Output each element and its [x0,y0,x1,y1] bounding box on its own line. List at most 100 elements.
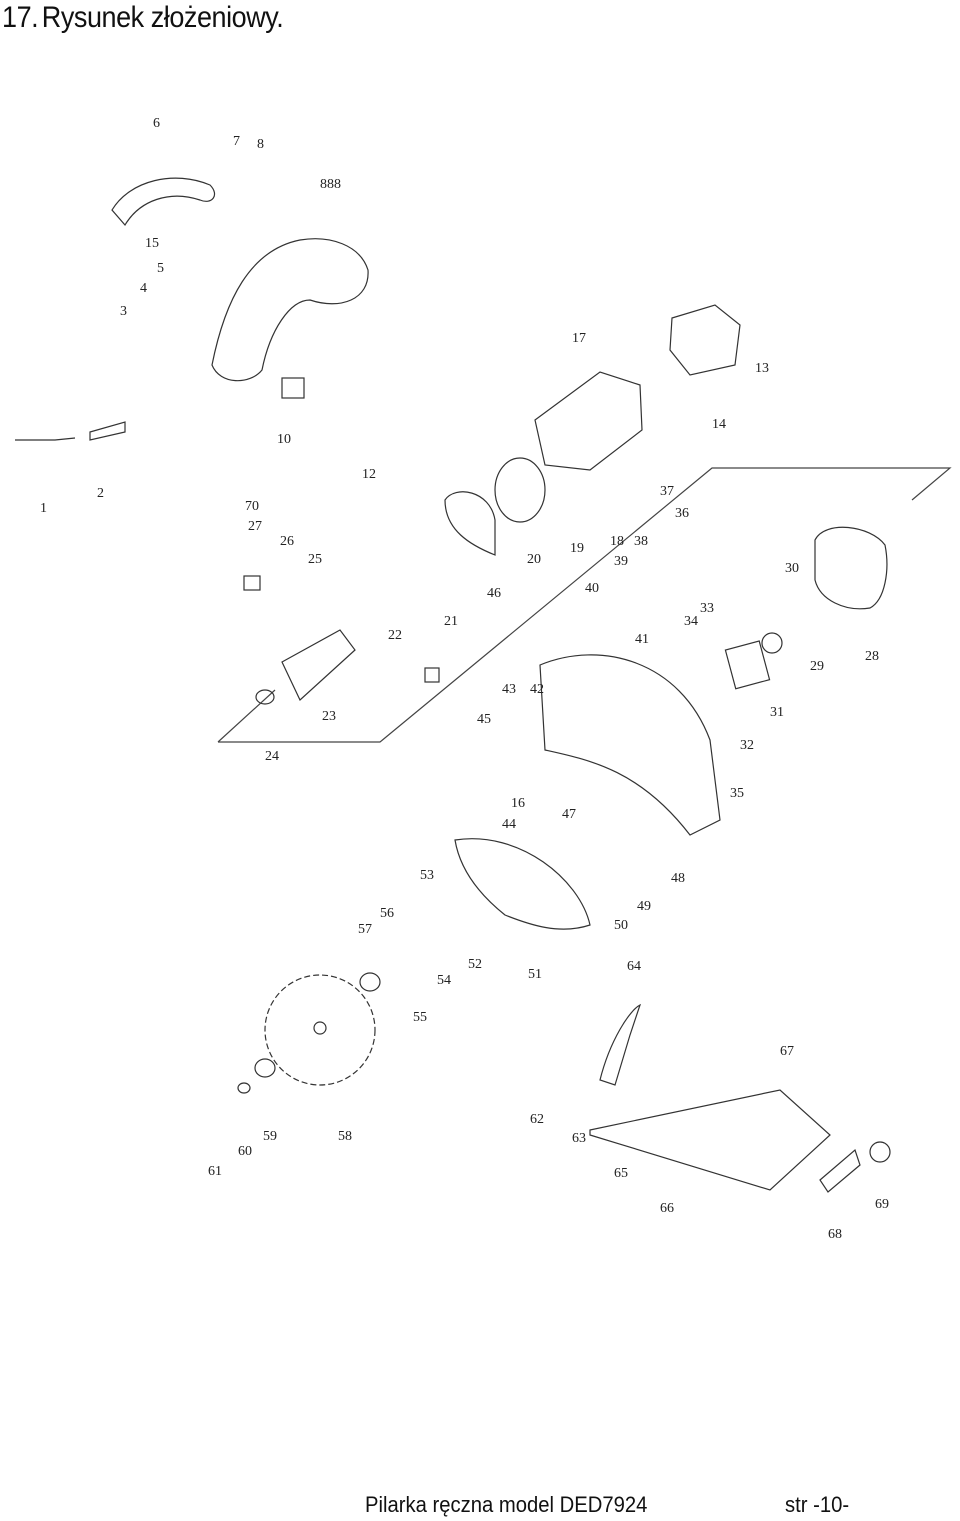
part-label-50: 50 [614,918,628,933]
switch [281,377,305,399]
inner-flange [359,972,381,992]
part-label-35: 35 [730,786,744,801]
clamp-lever [819,1148,861,1193]
part-label-56: 56 [380,906,394,921]
assembly-group-frame [218,467,952,743]
motor-stator [494,457,546,523]
knob [869,1141,891,1163]
part-label-61: 61 [208,1164,222,1179]
lower-guard [454,838,591,930]
part-label-13: 13 [755,361,769,376]
cord-sleeve [89,421,126,441]
armature [281,629,356,701]
assembly-group-frame-left [217,689,276,743]
part-label-39: 39 [614,554,628,569]
part-label-31: 31 [770,705,784,720]
part-label-70: 70 [245,499,259,514]
part-label-2: 2 [97,486,104,501]
part-label-27: 27 [248,519,262,534]
part-label-8: 8 [257,137,264,152]
part-label-37: 37 [660,484,674,499]
brush-holder [243,575,261,591]
part-label-888: 888 [320,177,341,192]
part-label-55: 55 [413,1010,427,1025]
part-label-63: 63 [572,1131,586,1146]
flange [724,640,771,690]
part-label-38: 38 [634,534,648,549]
bearing-24 [255,689,275,705]
part-label-10: 10 [277,432,291,447]
handle-housing [211,238,369,382]
part-label-40: 40 [585,581,599,596]
part-label-51: 51 [528,967,542,982]
part-label-22: 22 [388,628,402,643]
part-label-33: 33 [700,601,714,616]
part-label-19: 19 [570,541,584,556]
footer-document-title: Pilarka ręczna model DED7924 [365,1492,648,1517]
part-label-12: 12 [362,467,376,482]
part-label-53: 53 [420,868,434,883]
gear-cover [814,526,888,610]
part-label-68: 68 [828,1227,842,1242]
footer-page-number: str -10- [785,1492,850,1517]
part-label-45: 45 [477,712,491,727]
part-label-69: 69 [875,1197,889,1212]
part-label-4: 4 [140,281,147,296]
washer-60 [237,1082,251,1094]
depth-bracket [599,1003,642,1086]
part-label-43: 43 [502,682,516,697]
outer-flange [254,1058,276,1078]
part-label-17: 17 [572,331,586,346]
part-label-16: 16 [511,796,525,811]
plug [15,437,76,441]
part-label-58: 58 [338,1129,352,1144]
saw-blade-hole [313,1021,327,1035]
part-label-60: 60 [238,1144,252,1159]
part-label-6: 6 [153,116,160,131]
part-label-29: 29 [810,659,824,674]
end-cap [669,304,741,376]
part-label-42: 42 [530,682,544,697]
part-label-5: 5 [157,261,164,276]
part-label-54: 54 [437,973,451,988]
bearing-plate [444,491,496,556]
part-label-59: 59 [263,1129,277,1144]
part-label-49: 49 [637,899,651,914]
part-label-52: 52 [468,957,482,972]
section-title: Rysunek złożeniowy. [41,1,284,34]
part-label-67: 67 [780,1044,794,1059]
motor-housing [534,371,643,471]
part-label-30: 30 [785,561,799,576]
part-label-57: 57 [358,922,372,937]
gear-wheel [761,632,783,654]
brush-box [424,667,440,683]
part-label-46: 46 [487,586,501,601]
part-label-18: 18 [610,534,624,549]
part-label-32: 32 [740,738,754,753]
part-label-14: 14 [712,417,726,432]
part-label-28: 28 [865,649,879,664]
part-label-25: 25 [308,552,322,567]
part-label-66: 66 [660,1201,674,1216]
part-label-48: 48 [671,871,685,886]
page-title: 17.Rysunek złożeniowy. [2,0,284,36]
part-label-64: 64 [627,959,641,974]
part-label-44: 44 [502,817,516,832]
part-label-62: 62 [530,1112,544,1127]
part-label-21: 21 [444,614,458,629]
part-label-23: 23 [322,709,336,724]
part-label-47: 47 [562,807,576,822]
part-label-20: 20 [527,552,541,567]
part-label-34: 34 [684,614,698,629]
saw-blade [264,974,376,1086]
part-label-65: 65 [614,1166,628,1181]
part-label-3: 3 [120,304,127,319]
part-label-1: 1 [40,501,47,516]
base-plate [589,1089,831,1191]
rear-handle [111,177,215,227]
part-label-7: 7 [233,134,240,149]
part-label-15: 15 [145,236,159,251]
part-label-24: 24 [265,749,279,764]
